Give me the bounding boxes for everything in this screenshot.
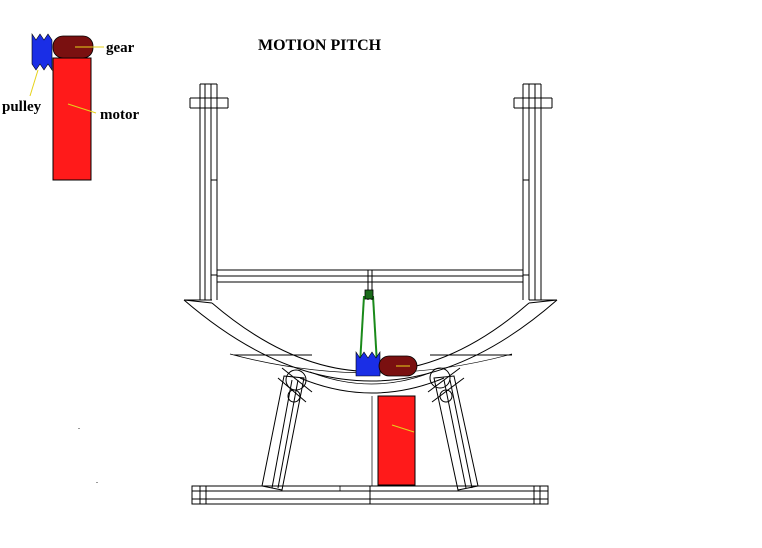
legend: gear pulley motor: [2, 33, 139, 181]
motor-leader: [67, 103, 97, 114]
legs: [261, 367, 479, 491]
gear-label: gear: [106, 40, 135, 56]
legend-motor: [52, 57, 92, 181]
pulley-label: pulley: [2, 99, 42, 115]
frame: [189, 83, 553, 300]
pulley: [355, 351, 381, 377]
legend-pulley: [31, 33, 53, 71]
drive-assembly: [355, 351, 418, 377]
cradle: [183, 299, 558, 394]
base-motor: [377, 395, 416, 486]
top-pulley: [364, 289, 374, 300]
pulley-leader: [29, 69, 39, 97]
diagram-title: MOTION PITCH: [258, 37, 382, 54]
drive-belt: [359, 295, 378, 365]
motor-label: motor: [100, 107, 139, 123]
base-plate: [191, 396, 549, 505]
